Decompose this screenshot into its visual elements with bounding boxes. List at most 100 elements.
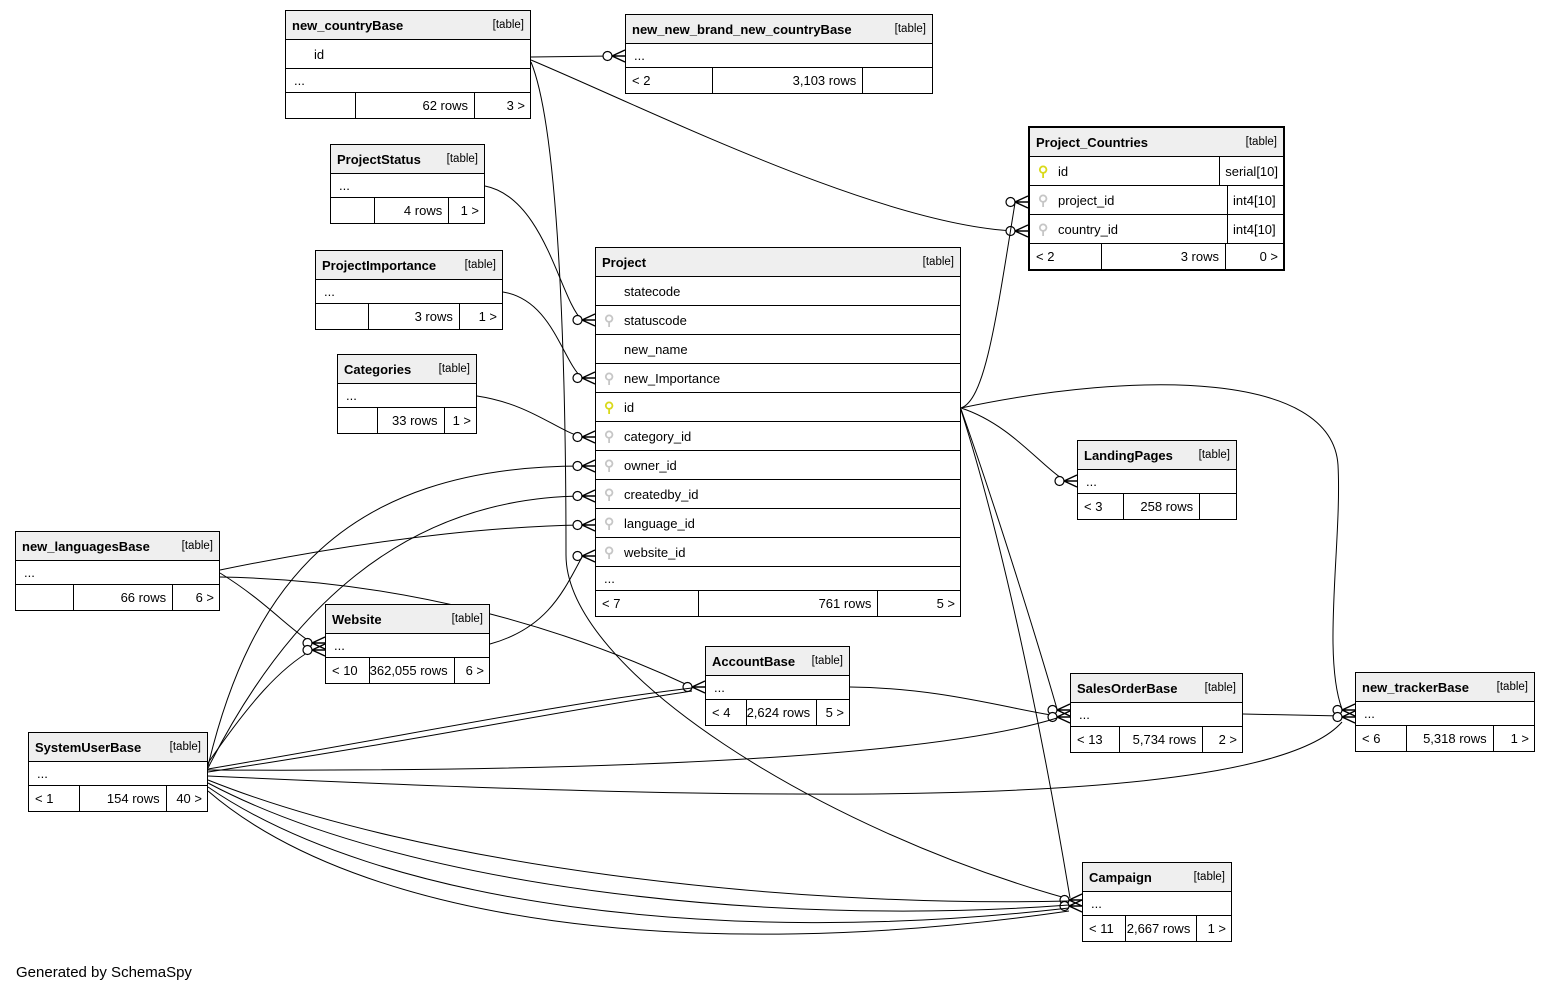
children-count: 5 > — [816, 700, 849, 725]
table-header-new_new_brand_new_countryBase[interactable]: new_new_brand_new_countryBase [table] — [626, 15, 932, 43]
table-header-new_trackerBase[interactable]: new_trackerBase [table] — [1356, 673, 1534, 701]
column-name: category_id — [624, 428, 692, 444]
table-header-ProjectStatus[interactable]: ProjectStatus[table] — [331, 145, 484, 173]
column-row-category_id: ⚲category_id — [596, 421, 960, 450]
table-type-tag: [table] — [464, 259, 496, 271]
ellipsis-row: ... — [338, 383, 476, 407]
column-name: new_Importance — [624, 370, 721, 386]
table-type-tag: [table] — [1496, 681, 1528, 693]
table-name[interactable]: Website — [332, 611, 382, 627]
foreign-key-icon: ⚲ — [604, 312, 615, 328]
table-new_new_brand_new_countryBase[interactable]: new_new_brand_new_countryBase[table]...<… — [625, 14, 933, 94]
crows-foot-icon — [581, 430, 596, 444]
ellipsis-label: ... — [1086, 474, 1097, 489]
edge-AccountBase-to-SalesOrderBase — [849, 686, 1058, 717]
edge-SystemUserBase-to-Project.owner_id — [207, 465, 583, 767]
table-type-tag: [table] — [811, 655, 843, 667]
table-header-Project_Countries[interactable]: Project_Countries[table] — [1030, 128, 1283, 156]
primary-key-icon: ⚲ — [1038, 163, 1049, 179]
table-name[interactable]: AccountBase — [712, 653, 796, 669]
rows-count: 258 rows — [1122, 494, 1200, 519]
parents-count — [338, 408, 377, 433]
table-name[interactable]: new_languagesBase — [22, 538, 150, 554]
ellipsis-row: ... — [326, 633, 489, 657]
ellipsis-label: ... — [346, 388, 357, 403]
children-count: 1 > — [1492, 726, 1534, 751]
edge-Project-to-new_trackerBase — [960, 384, 1343, 710]
table-header-Website[interactable]: Website[table] — [326, 605, 489, 633]
table-name[interactable]: new_trackerBase — [1362, 679, 1469, 695]
table-header-AccountBase[interactable]: AccountBase [table] — [706, 647, 849, 675]
children-count: 3 > — [474, 93, 530, 118]
parents-count: < 10 — [332, 663, 358, 678]
table-header-LandingPages[interactable]: LandingPages[table] — [1078, 441, 1236, 469]
edge-SystemUserBase-to-AccountBase — [207, 687, 693, 770]
edge-SystemUserBase-to-Project.createdby_id — [207, 495, 583, 769]
table-type-tag: [table] — [894, 23, 926, 35]
ellipsis-label: ... — [37, 766, 48, 781]
table-name[interactable]: Categories — [344, 361, 412, 377]
parents-count: < 2 — [1036, 249, 1055, 264]
crows-foot-icon — [581, 371, 596, 385]
zero-cardinality-circle-icon — [572, 550, 583, 562]
table-header-ProjectImportance[interactable]: ProjectImportance [table] — [316, 251, 502, 279]
table-name[interactable]: new_new_brand_new_countryBase — [632, 21, 852, 37]
table-name[interactable]: SalesOrderBase — [1077, 680, 1178, 696]
children-count: 6 > — [453, 658, 489, 683]
ellipsis-row: ... — [1083, 891, 1231, 915]
zero-cardinality-circle-icon — [302, 644, 313, 656]
table-name[interactable]: LandingPages — [1084, 447, 1173, 463]
crows-foot-icon — [581, 518, 596, 532]
column-name: project_id — [1058, 192, 1115, 208]
table-header-Categories[interactable]: Categories[table] — [338, 355, 476, 383]
table-name[interactable]: new_countryBase — [292, 17, 404, 33]
column-row-id: id — [286, 39, 530, 68]
column-name: createdby_id — [624, 486, 699, 502]
table-header-SystemUserBase[interactable]: SystemUserBase[table] — [29, 733, 207, 761]
zero-cardinality-circle-icon — [1047, 711, 1058, 723]
table-header-SalesOrderBase[interactable]: SalesOrderBase[table] — [1071, 674, 1242, 702]
rows-count: 3 rows — [1101, 244, 1225, 269]
column-row-statecode: statecode — [596, 276, 960, 305]
table-name[interactable]: Project — [602, 254, 647, 270]
table-name[interactable]: ProjectStatus — [337, 151, 421, 167]
edge-new_countryBase-to-new_new_brand_new_countryBase — [530, 55, 613, 58]
table-header-Project[interactable]: Project[table] — [596, 248, 960, 276]
table-header-Campaign[interactable]: Campaign[table] — [1083, 863, 1231, 891]
ellipsis-label: ... — [339, 178, 350, 193]
crows-foot-icon — [581, 489, 596, 503]
table-name[interactable]: Campaign — [1089, 869, 1152, 885]
foreign-key-icon: ⚲ — [604, 544, 615, 560]
edge-SystemUserBase-to-Campaign — [207, 782, 1070, 912]
ellipsis-row: ... — [16, 560, 219, 584]
table-header-new_languagesBase[interactable]: new_languagesBase[table] — [16, 532, 219, 560]
zero-cardinality-circle-icon — [572, 314, 583, 326]
table-name[interactable]: SystemUserBase — [35, 739, 142, 755]
table-name[interactable]: ProjectImportance — [322, 257, 437, 273]
column-name: language_id — [624, 515, 695, 531]
table-header-new_countryBase[interactable]: new_countryBase[table] — [286, 11, 530, 39]
ellipsis-label: ... — [604, 571, 615, 586]
ellipsis-row: ... — [626, 43, 932, 67]
crows-foot-icon — [1014, 195, 1029, 209]
table-name[interactable]: Project_Countries — [1036, 134, 1148, 150]
